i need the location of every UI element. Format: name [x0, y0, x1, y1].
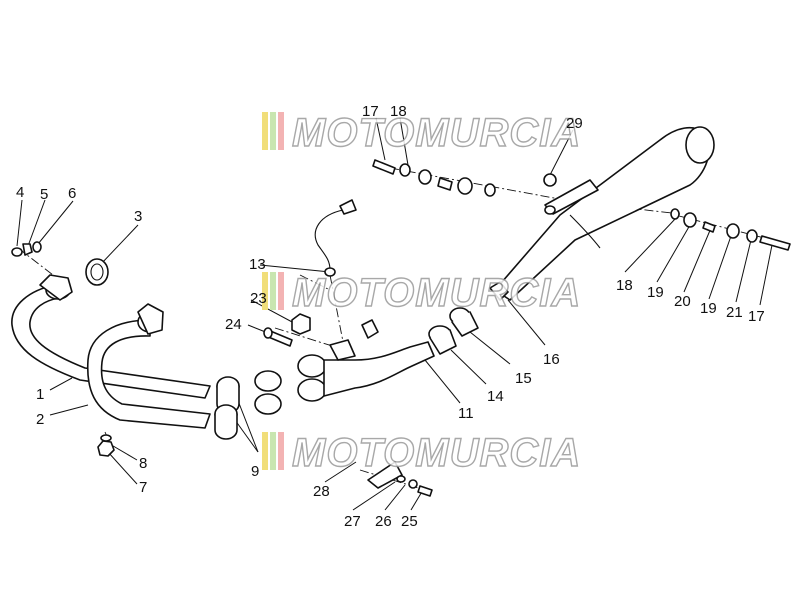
- callout-4: 4: [16, 184, 24, 201]
- watermark-stripe: [262, 272, 268, 310]
- callout-2: 2: [36, 411, 44, 428]
- callout-14: 14: [487, 388, 504, 405]
- flange-clamps: [39, 274, 164, 335]
- nut-washer-7-8: [97, 434, 115, 457]
- callout-15: 15: [515, 370, 532, 387]
- callout-18-top: 18: [390, 103, 407, 120]
- callout-20: 20: [674, 293, 691, 310]
- o2-sensor-13: [314, 199, 357, 277]
- upper-hardware: [372, 159, 496, 197]
- bushing-23: [291, 313, 311, 335]
- watermark-stripe: [270, 432, 276, 470]
- watermark-text: MOTOMURCIA: [292, 271, 581, 315]
- callout-8: 8: [139, 455, 147, 472]
- manifold-11: [297, 339, 435, 402]
- callout-9: 9: [251, 463, 259, 480]
- callout-24: 24: [225, 316, 242, 333]
- gasket-3: [85, 258, 109, 286]
- callout-13: 13: [249, 256, 266, 273]
- watermark-text: MOTOMURCIA: [292, 431, 581, 475]
- watermark-stripe: [270, 112, 276, 150]
- callout-19-b: 19: [700, 300, 717, 317]
- callout-5: 5: [40, 186, 48, 203]
- watermark-stripe: [262, 432, 268, 470]
- callout-labels: 1 2 3 4 5 6 7 8 9 11 13 14 15 16 17 18 1…: [16, 103, 765, 530]
- callout-21: 21: [726, 304, 743, 321]
- watermark-stripe: [262, 112, 268, 150]
- watermark-middle: MOTOMURCIA: [262, 270, 581, 316]
- silencer-bracket: [543, 173, 599, 215]
- callout-25: 25: [401, 513, 418, 530]
- stud-nut-washer: [11, 241, 42, 257]
- watermark-bottom: MOTOMURCIA: [262, 430, 581, 476]
- callout-26: 26: [375, 513, 392, 530]
- callout-23: 23: [250, 290, 267, 307]
- silencer-16: [489, 126, 715, 301]
- watermark-stripe: [278, 432, 284, 470]
- watermark-stripe: [270, 272, 276, 310]
- callout-6: 6: [68, 185, 76, 202]
- leader-lines: [16, 117, 773, 511]
- callout-7: 7: [139, 479, 147, 496]
- sleeve-14: [428, 325, 457, 355]
- sleeve-15: [449, 307, 479, 337]
- callout-16: 16: [543, 351, 560, 368]
- watermark-stripe: [278, 272, 284, 310]
- sleeves-9: [214, 376, 240, 440]
- callout-19-a: 19: [647, 284, 664, 301]
- watermark-top: MOTOMURCIA: [262, 110, 581, 156]
- clamps: [254, 370, 282, 415]
- lower-hardware: [367, 461, 433, 497]
- callout-17-right: 17: [748, 308, 765, 325]
- screw-24: [263, 327, 293, 347]
- watermark-text: MOTOMURCIA: [292, 111, 581, 155]
- callout-17-top: 17: [362, 103, 379, 120]
- callout-29: 29: [566, 115, 583, 132]
- callout-27: 27: [344, 513, 361, 530]
- right-hardware: [670, 208, 791, 251]
- watermark-stripe: [278, 112, 284, 150]
- callout-18-right: 18: [616, 277, 633, 294]
- callout-28: 28: [313, 483, 330, 500]
- callout-3: 3: [134, 208, 142, 225]
- bracket: [361, 319, 379, 339]
- callout-1: 1: [36, 386, 44, 403]
- callout-11: 11: [458, 405, 474, 422]
